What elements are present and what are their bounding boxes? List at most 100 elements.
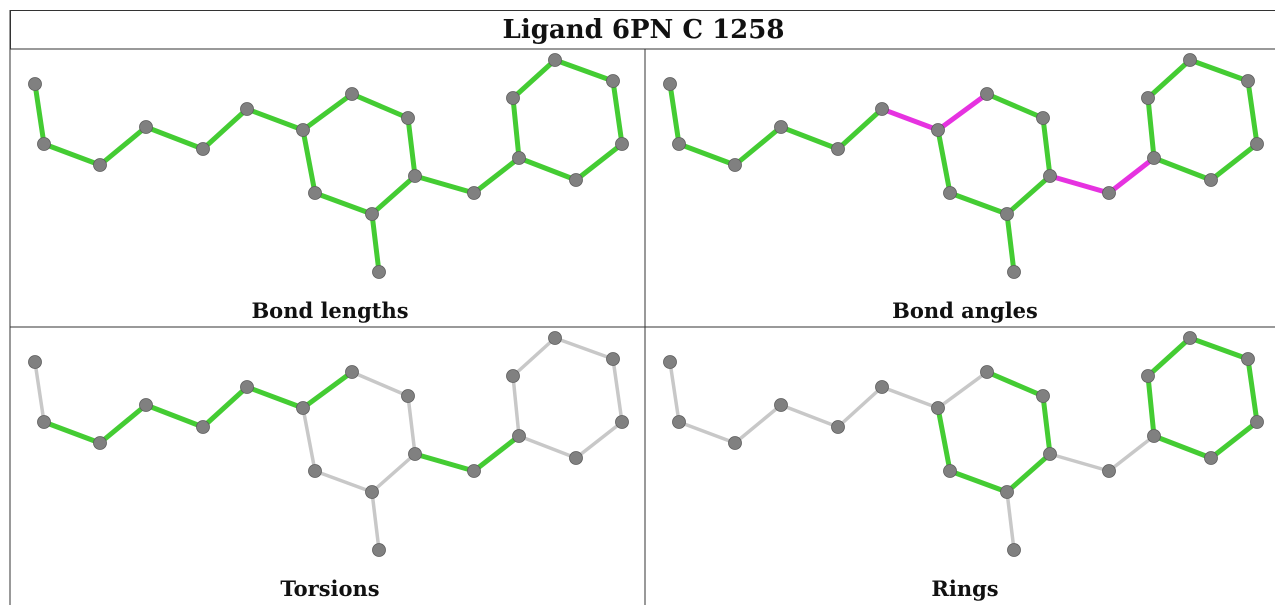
bond-18 <box>610 78 625 147</box>
bond-5 <box>244 384 306 411</box>
bond-6 <box>935 91 990 133</box>
bond-12 <box>1005 490 1016 552</box>
bond-8 <box>406 394 417 456</box>
bond-19 <box>1208 141 1260 183</box>
atom-9 <box>1043 169 1057 183</box>
atom-4 <box>831 142 845 156</box>
molecule-bond-angles <box>663 53 1264 279</box>
atom-15 <box>1141 369 1155 383</box>
atom-10 <box>365 485 379 499</box>
figure-title: Ligand 6PN C 1258 <box>502 15 785 45</box>
bond-15 <box>511 374 521 438</box>
bond-10 <box>313 469 374 494</box>
bond-8 <box>1040 393 1053 457</box>
atom-5 <box>875 102 889 116</box>
atom-12 <box>1007 265 1021 279</box>
bond-2 <box>733 403 783 445</box>
bond-10 <box>312 190 375 217</box>
atom-14 <box>1147 429 1161 443</box>
atom-15 <box>506 91 520 105</box>
atom-4 <box>196 142 210 156</box>
bond-12 <box>370 490 381 552</box>
bond-20 <box>516 155 579 183</box>
bond-11 <box>935 127 953 196</box>
bond-11 <box>935 405 953 474</box>
atom-16 <box>1183 53 1197 67</box>
title-row: Ligand 6PN C 1258 <box>10 10 1275 49</box>
atom-3 <box>774 120 788 134</box>
bond-8 <box>1040 115 1053 179</box>
atom-1 <box>672 415 686 429</box>
bond-16 <box>1145 335 1193 379</box>
atom-19 <box>1204 173 1218 187</box>
atom-19 <box>569 451 583 465</box>
atom-11 <box>308 186 322 200</box>
bond-1 <box>41 419 103 446</box>
atom-4 <box>196 420 210 434</box>
bond-20 <box>1151 433 1214 461</box>
atom-2 <box>93 158 107 172</box>
atom-12 <box>372 265 386 279</box>
atom-13 <box>467 464 481 478</box>
atom-15 <box>1141 91 1155 105</box>
bond-5 <box>880 385 940 410</box>
bond-17 <box>552 57 616 84</box>
atom-14 <box>1147 151 1161 165</box>
bond-3 <box>143 124 206 152</box>
caption-bond-angles: Bond angles <box>892 298 1038 323</box>
bond-17 <box>1187 57 1251 84</box>
bond-13 <box>412 451 477 474</box>
bond-2 <box>97 124 149 168</box>
bond-11 <box>300 127 318 196</box>
panel-torsions: Torsions <box>15 328 645 603</box>
atom-17 <box>1241 74 1255 88</box>
bond-4 <box>200 106 250 152</box>
atom-10 <box>1000 485 1014 499</box>
atom-19 <box>569 173 583 187</box>
bond-15 <box>510 95 522 161</box>
bond-16 <box>510 57 558 101</box>
atom-5 <box>875 380 889 394</box>
atom-0 <box>28 77 42 91</box>
atom-8 <box>1036 389 1050 403</box>
bond-18 <box>611 357 624 424</box>
atom-19 <box>1204 451 1218 465</box>
atom-9 <box>408 447 422 461</box>
bond-1 <box>41 141 103 168</box>
molecule-rings <box>663 331 1264 557</box>
bond-14 <box>1107 434 1156 473</box>
bond-4 <box>836 385 884 429</box>
bond-9 <box>370 452 417 494</box>
atom-11 <box>308 464 322 478</box>
bond-16 <box>1145 57 1193 101</box>
bond-19 <box>1208 419 1260 461</box>
bond-12 <box>369 211 382 275</box>
bond-12 <box>1004 211 1017 275</box>
bond-7 <box>350 370 410 398</box>
atom-6 <box>296 401 310 415</box>
caption-bond-lengths: Bond lengths <box>251 298 409 323</box>
atom-5 <box>240 102 254 116</box>
atom-12 <box>1007 543 1021 557</box>
bond-7 <box>984 369 1046 399</box>
bond-19 <box>573 141 625 183</box>
bond-5 <box>244 106 306 133</box>
bond-3 <box>778 124 841 152</box>
bond-15 <box>1145 373 1157 439</box>
panel-rings: Rings <box>650 328 1275 603</box>
bond-14 <box>471 433 522 474</box>
atom-18 <box>1250 415 1264 429</box>
bond-18 <box>1245 78 1260 147</box>
bond-6 <box>936 370 989 410</box>
atom-8 <box>401 111 415 125</box>
atom-7 <box>980 365 994 379</box>
molecule-bond-lengths <box>28 53 629 279</box>
atom-0 <box>28 355 42 369</box>
panel-bond-angles: Bond angles <box>650 50 1275 325</box>
bond-4 <box>200 384 250 430</box>
bond-2 <box>97 402 149 446</box>
bond-8 <box>405 115 418 179</box>
bond-0 <box>668 360 681 424</box>
atom-17 <box>1241 352 1255 366</box>
atom-18 <box>1250 137 1264 151</box>
